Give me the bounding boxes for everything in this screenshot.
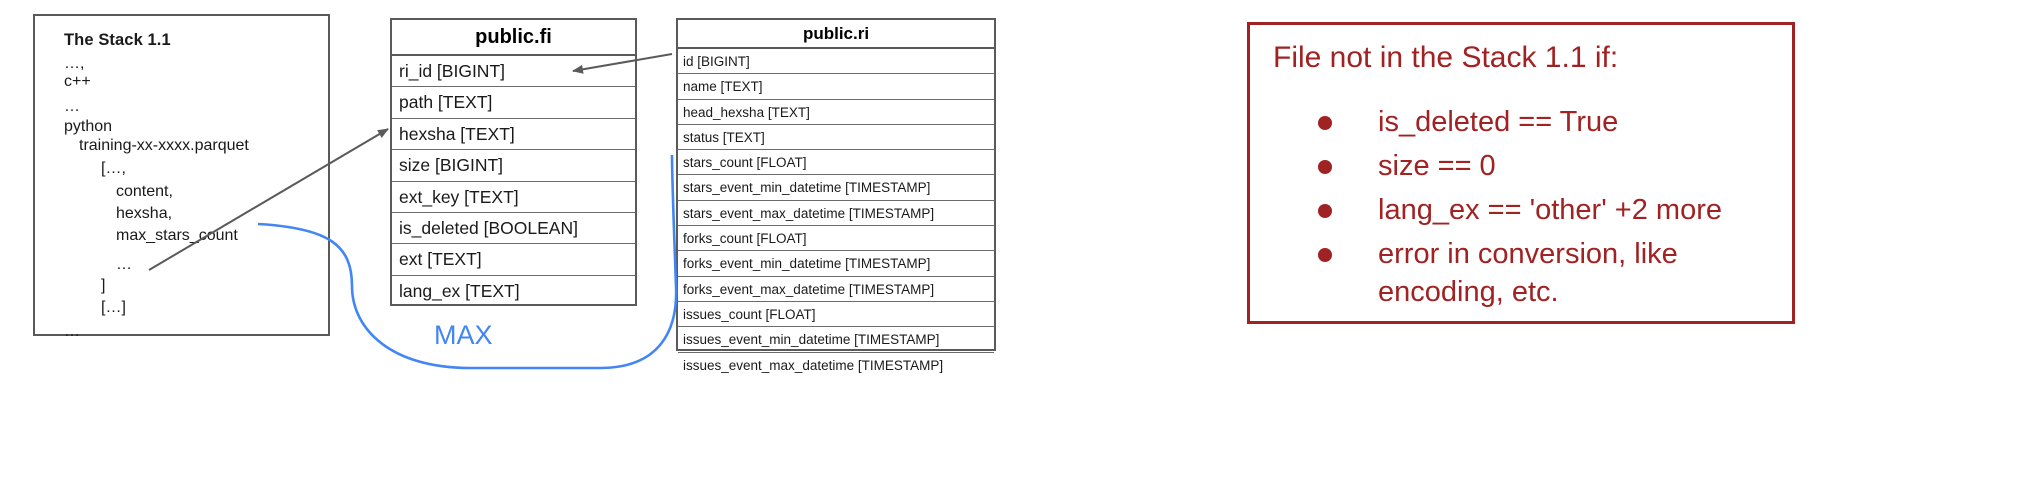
exclusion-note-item: lang_ex == 'other' +2 more [1310,191,1780,229]
bullet-icon [1318,116,1332,130]
exclusion-note-item: size == 0 [1310,147,1780,185]
table-ri-field-row: head_hexsha [TEXT] [678,100,994,125]
table-fi-rows: ri_id [BIGINT]path [TEXT]hexsha [TEXT]si… [392,56,635,307]
table-ri-field-row: issues_count [FLOAT] [678,302,994,328]
table-ri-field-row: forks_event_min_datetime [TIMESTAMP] [678,251,994,277]
stack-listing-line: training-xx-xxxx.parquet [79,137,249,154]
table-fi-field-row: size [BIGINT] [392,150,635,182]
table-fi-title: public.fi [392,20,635,56]
table-ri-field-row: issues_event_max_datetime [TIMESTAMP] [683,357,944,373]
exclusion-note-list: is_deleted == True size == 0 lang_ex == 'o… [1310,103,1780,317]
stack-listing-line: max_stars_count [116,227,238,244]
table-ri-field-row: forks_count [FLOAT] [678,226,994,252]
exclusion-note-item: error in conversion, like encoding, etc. [1310,235,1780,311]
exclusion-note-item-label: lang_ex == 'other' +2 more [1378,194,1722,226]
table-ri-field-row: issues_event_min_datetime [TIMESTAMP] [678,327,994,353]
stack-listing-line: […, [101,160,126,177]
table-ri-field-row: stars_count [FLOAT] [678,150,994,176]
table-fi-field-row: path [TEXT] [392,87,635,119]
exclusion-note-title: File not in the Stack 1.1 if: [1273,41,1619,74]
stack-listing-line: … [64,98,80,115]
table-ri-field-row: stars_event_min_datetime [TIMESTAMP] [678,175,994,201]
exclusion-note-item-label: is_deleted == True [1378,106,1619,138]
stack-listing-line: hexsha, [116,205,173,222]
table-fi-field-row: ri_id [BIGINT] [392,56,635,88]
table-ri-title: public.ri [678,20,994,49]
table-ri-field-row: stars_event_max_datetime [TIMESTAMP] [678,201,994,227]
stack-listing-line: … [116,256,132,273]
table-fi-field-row: hexsha [TEXT] [392,119,635,151]
stack-listing-line: … [64,323,80,340]
table-ri-rows: id [BIGINT]name [TEXT]head_hexsha [TEXT]… [678,49,994,378]
exclusion-note-box: File not in the Stack 1.1 if: is_deleted… [1247,22,1795,324]
table-ri-field-row: id [BIGINT] [678,49,994,75]
table-fi-field-row: ext_key [TEXT] [392,182,635,213]
stack-listing-line: c++ [64,73,91,90]
bullet-icon [1318,204,1332,218]
table-ri-field-row: status [TEXT] [678,125,994,151]
table-fi-field-row: is_deleted [BOOLEAN] [392,213,635,245]
table-fi-field-row: lang_ex [TEXT] [399,280,520,301]
stack-listing-line: …, [64,55,85,72]
stack-listing-box: The Stack 1.1 …,c++ … python training-xx-xx… [33,14,330,340]
table-fi-field-row: ext [TEXT] [392,244,635,276]
max-relation-label: MAX [434,320,493,350]
bullet-icon [1318,160,1332,174]
stack-box-title: The Stack 1.1 [64,31,171,49]
exclusion-note-item-label: size == 0 [1378,150,1496,182]
table-public-ri: public.ri id [BIGINT]name [TEXT]head_hex… [676,18,996,373]
stack-listing-line: […] [101,299,126,316]
stack-listing-line: python [64,118,113,135]
table-ri-field-row: name [TEXT] [678,74,994,100]
stack-listing-line: content, [116,183,173,200]
table-ri-field-row: forks_event_max_datetime [TIMESTAMP] [678,277,994,302]
stack-listing-line: ] [101,277,106,294]
exclusion-note-item-label: error in conversion, like encoding, etc. [1378,238,1678,308]
exclusion-note-item: is_deleted == True [1310,103,1780,141]
bullet-icon [1318,248,1332,262]
table-public-fi: public.fi ri_id [BIGINT]path [TEXT]hexsh… [390,18,637,306]
